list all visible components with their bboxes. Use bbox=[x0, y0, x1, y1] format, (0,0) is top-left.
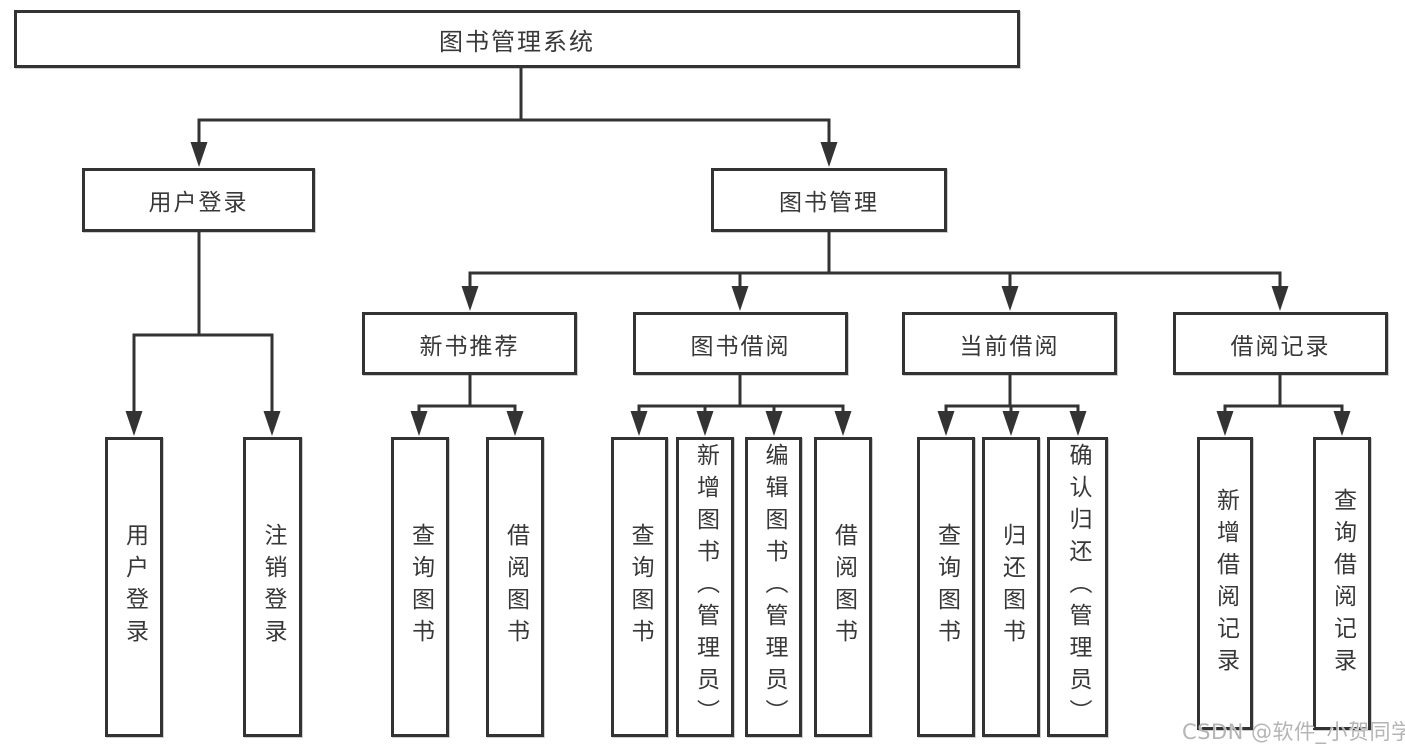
leaf-query-books-recommend-label: 查询图书 bbox=[407, 523, 434, 651]
leaf-confirm-return-admin-label: 确认归还（管理员） bbox=[1065, 443, 1091, 731]
leaf-borrow-books-label: 借阅图书 bbox=[830, 523, 857, 651]
leaf-add-books-admin-label: 新增图书（管理员） bbox=[692, 443, 719, 731]
node-user-login: 用户登录 bbox=[82, 168, 315, 232]
leaf-borrow-books: 借阅图书 bbox=[814, 437, 872, 737]
leaf-edit-books-admin: 编辑图书（管理员） bbox=[745, 437, 802, 737]
leaf-query-borrow-record-label: 查询借阅记录 bbox=[1329, 487, 1356, 680]
leaf-logout: 注销登录 bbox=[243, 437, 302, 737]
leaf-borrow-books-recommend: 借阅图书 bbox=[486, 437, 544, 737]
leaf-query-books-borrowing: 查询图书 bbox=[611, 437, 668, 737]
leaf-return-books-label: 归还图书 bbox=[998, 523, 1025, 651]
node-book-borrowing-label: 图书借阅 bbox=[690, 333, 791, 360]
node-root-label: 图书管理系统 bbox=[439, 27, 595, 56]
leaf-query-borrow-record: 查询借阅记录 bbox=[1313, 437, 1371, 730]
leaf-query-books-current: 查询图书 bbox=[917, 437, 975, 737]
leaf-add-borrow-record: 新增借阅记录 bbox=[1197, 437, 1253, 730]
watermark: CSDN @软件_小贺同学 bbox=[1182, 720, 1405, 744]
leaf-logout-label: 注销登录 bbox=[260, 523, 286, 651]
leaf-user-login: 用户登录 bbox=[105, 437, 163, 737]
node-new-book-recommend-label: 新书推荐 bbox=[419, 333, 520, 360]
node-book-management-label: 图书管理 bbox=[779, 190, 879, 216]
node-current-borrowing: 当前借阅 bbox=[902, 312, 1117, 375]
leaf-edit-books-admin-label: 编辑图书（管理员） bbox=[761, 443, 787, 731]
node-user-login-label: 用户登录 bbox=[148, 190, 249, 216]
node-book-management: 图书管理 bbox=[711, 168, 947, 232]
leaf-user-login-label: 用户登录 bbox=[121, 523, 148, 651]
node-root-system: 图书管理系统 bbox=[14, 10, 1020, 68]
node-borrowing-records-label: 借阅记录 bbox=[1230, 333, 1331, 360]
node-borrowing-records: 借阅记录 bbox=[1173, 312, 1388, 375]
leaf-add-borrow-record-label: 新增借阅记录 bbox=[1212, 487, 1239, 680]
leaf-add-books-admin: 新增图书（管理员） bbox=[676, 437, 734, 737]
node-new-book-recommend: 新书推荐 bbox=[362, 312, 577, 375]
leaf-borrow-books-recommend-label: 借阅图书 bbox=[502, 523, 529, 651]
leaf-query-books-recommend: 查询图书 bbox=[391, 437, 449, 737]
leaf-query-books-current-label: 查询图书 bbox=[933, 523, 960, 651]
leaf-confirm-return-admin: 确认归还（管理员） bbox=[1047, 437, 1108, 737]
leaf-query-books-borrowing-label: 查询图书 bbox=[627, 523, 653, 651]
node-book-borrowing: 图书借阅 bbox=[633, 312, 848, 375]
leaf-return-books: 归还图书 bbox=[982, 437, 1040, 737]
node-current-borrowing-label: 当前借阅 bbox=[959, 333, 1060, 360]
